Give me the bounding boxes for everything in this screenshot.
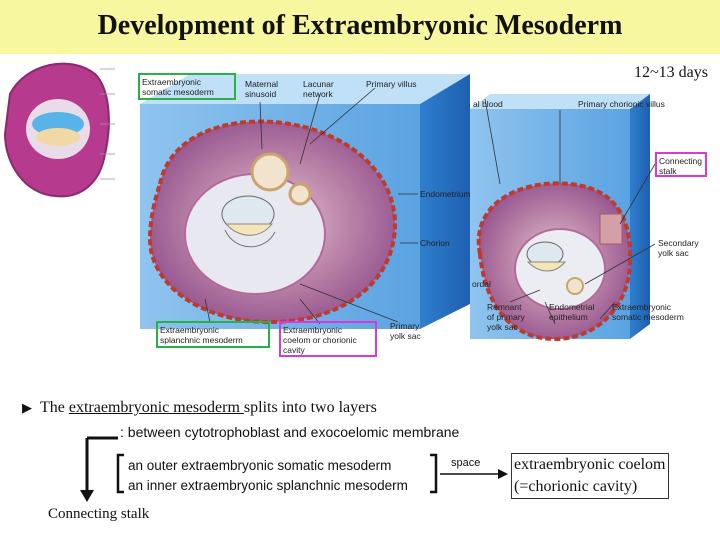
label-somatic-mesoderm-2: Extraembryonic somatic mesoderm	[612, 302, 684, 322]
label-maternal-sinusoid: Maternal sinusoid	[245, 79, 279, 99]
label-somatic-mesoderm: Extraembryonic somatic mesoderm	[142, 77, 214, 97]
label-splanchnic-mesoderm: Extraembryonic splanchnic mesoderm	[160, 325, 243, 345]
label-chorion: Chorion	[420, 238, 450, 248]
bullet-statement: ▶ The extraembryonic mesoderm splits into…	[22, 399, 377, 417]
label-al-blood: al blood	[473, 99, 503, 109]
down-arrow-icon	[80, 490, 94, 502]
connecting-stalk-text: Connecting stalk	[48, 506, 150, 522]
bullet-term: extraembryonic mesoderm	[68, 399, 244, 416]
right-arrow-icon	[498, 469, 508, 479]
bullet-prefix: The	[40, 399, 69, 416]
left-bracket	[116, 453, 124, 494]
label-extraembryonic-coelom: Extraembryonic coelom or chorionic cavit…	[283, 325, 357, 355]
label-secondary-yolk-sac: Secondary yolk sac	[658, 238, 699, 258]
label-primary-yolk-sac: Primary yolk sac	[390, 321, 421, 341]
label-ordal: ordal	[472, 279, 491, 289]
label-endometrial-epithelium: Endometrial epithelium	[549, 302, 595, 322]
layer-outer: an outer extraembryonic somatic mesoderm	[128, 458, 392, 473]
leader-lines	[204, 87, 656, 325]
page-title: Development of Extraembryonic Mesoderm	[97, 10, 623, 41]
thumbnail-embryo	[3, 62, 115, 198]
highlight-splanchnic-box	[156, 321, 270, 348]
layer-inner: an inner extraembryonic splanchnic mesod…	[128, 478, 408, 493]
stage-label: 12~13 days	[634, 64, 708, 81]
embryo-illustration	[3, 62, 656, 342]
layer-list: an outer extraembryonic somatic mesoderm…	[128, 456, 408, 496]
label-primary-chorionic-villus: Primary chorionic villus	[578, 99, 665, 109]
title-bar	[0, 0, 720, 54]
between-description: : between cytotrophoblast and exocoelomi…	[120, 424, 460, 440]
highlight-stalk-box	[655, 152, 707, 177]
right-bracket	[430, 453, 438, 494]
label-primary-villus: Primary villus	[366, 79, 417, 89]
bullet-arrow-icon: ▶	[22, 400, 32, 415]
right-block	[470, 94, 650, 342]
coelom-box: extraembryonic coelom (=chorionic cavity…	[511, 453, 669, 499]
highlight-somatic-box	[138, 73, 236, 100]
highlight-coelom-box	[279, 321, 377, 357]
coelom-line-1: extraembryonic coelom	[514, 456, 666, 473]
label-endometrium: Endometrium	[420, 189, 471, 199]
main-block	[140, 74, 470, 329]
label-remnant-primary-yolk-sac: Remnant of primary yolk sac	[487, 302, 525, 332]
bullet-suffix: splits into two layers	[243, 399, 377, 416]
space-label: space	[451, 457, 481, 469]
coelom-line-2: (=chorionic cavity)	[514, 478, 638, 495]
label-connecting-stalk: Connecting stalk	[659, 156, 703, 176]
label-lacunar-network: Lacunar network	[303, 79, 334, 99]
